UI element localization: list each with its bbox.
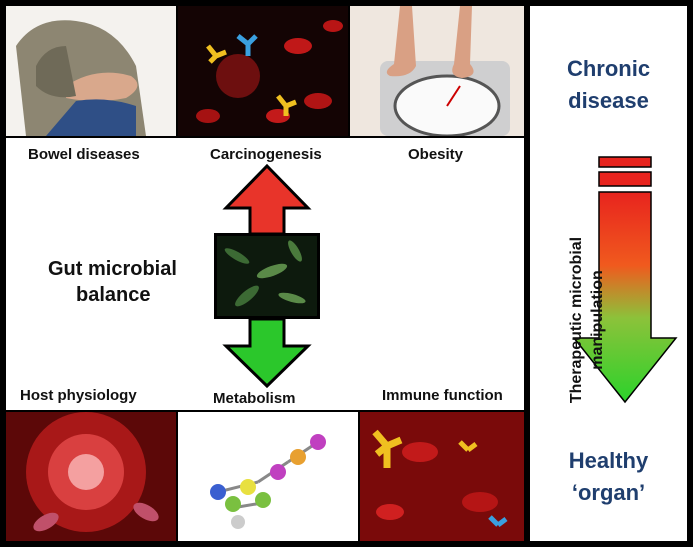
therapeutic-line1: Therapeutic microbial (568, 236, 585, 404)
therapeutic-label: Therapeutic microbial manipulation (566, 210, 608, 430)
label-immune-function: Immune function (382, 387, 503, 404)
label-obesity: Obesity (408, 146, 464, 163)
carcinogenesis-photo (178, 6, 348, 136)
immune-function-photo (360, 412, 524, 541)
host-physiology-photo (6, 412, 176, 541)
bowel-disease-photo (6, 6, 176, 136)
up-arrow-red (222, 164, 312, 236)
healthy-organ-line2: ‘organ’ (571, 480, 646, 505)
healthy-organ-line1: Healthy (568, 448, 649, 473)
label-host-physiology: Host physiology (20, 387, 137, 404)
chronic-disease-line1: Chronic (566, 56, 651, 81)
center-title-line2: balance (76, 284, 151, 306)
label-carcinogenesis: Carcinogenesis (210, 146, 322, 163)
chronic-disease-line2: disease (568, 88, 649, 113)
label-metabolism: Metabolism (213, 390, 296, 407)
gradient-arrow-body (572, 191, 678, 404)
label-bowel-diseases: Bowel diseases (28, 146, 140, 163)
down-arrow-green (222, 317, 312, 389)
obesity-photo (350, 6, 524, 136)
metabolism-photo (178, 412, 358, 541)
gradient-down-arrow (572, 156, 678, 404)
gradient-bar-top (598, 156, 652, 168)
gradient-bar-second (598, 171, 652, 187)
center-title-line1: Gut microbial (48, 258, 177, 280)
microbes-micrograph (214, 233, 320, 319)
therapeutic-line2: manipulation (589, 270, 606, 370)
